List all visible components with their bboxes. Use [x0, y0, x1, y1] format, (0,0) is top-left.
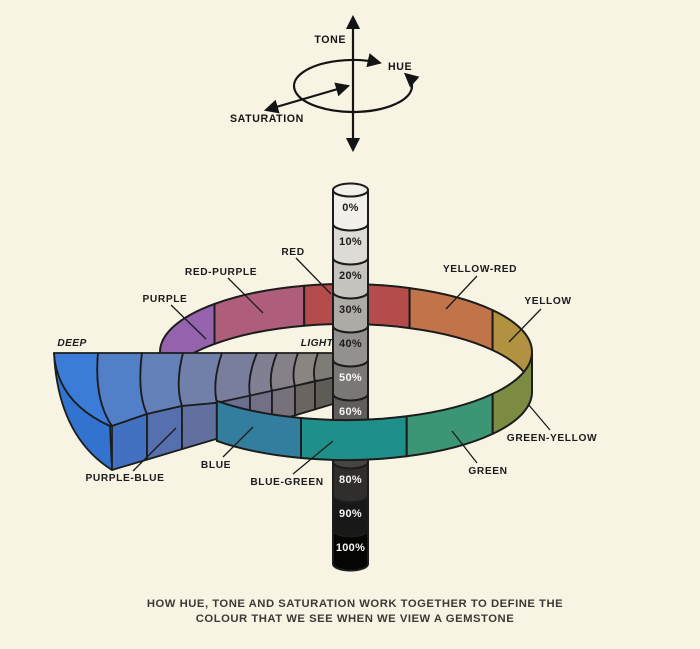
green-label: GREEN — [468, 466, 507, 477]
light-label: LIGHT — [301, 338, 334, 349]
tone-label-40: 40% — [339, 338, 362, 350]
yellow-label: YELLOW — [524, 296, 571, 307]
purple-label: PURPLE — [143, 294, 188, 305]
tone-column: 0% 10% 20% 30% 40% 50% 60% 80% 90% 100% — [332, 182, 369, 572]
red-leader-line — [295, 257, 332, 295]
purple-blue-leader-line — [132, 427, 177, 472]
tone-label-30: 30% — [339, 304, 362, 316]
tone-label-10: 10% — [339, 236, 362, 248]
caption: HOW HUE, TONE AND SATURATION WORK TOGETH… — [147, 598, 563, 625]
red-purple-leader-line — [227, 277, 264, 314]
hue-segment-green — [405, 392, 494, 458]
purple-leader-line — [170, 304, 207, 340]
purple-blue-label: PURPLE-BLUE — [85, 473, 164, 484]
green-yellow-leader-line — [527, 403, 551, 431]
blue-leader-line — [222, 426, 254, 458]
caption-line-1: HOW HUE, TONE AND SATURATION WORK TOGETH… — [147, 598, 563, 610]
tone-segment-100 — [332, 529, 369, 572]
tone-label-50: 50% — [339, 372, 362, 384]
red-purple-label: RED-PURPLE — [185, 267, 257, 278]
tone-label-90: 90% — [339, 508, 362, 520]
saturation-axis-arrow — [263, 82, 351, 114]
yellow-red-leader-line — [445, 275, 478, 310]
wedge-band-3 — [139, 352, 184, 415]
tone-label-100: 100% — [336, 542, 365, 554]
blue-label: BLUE — [201, 460, 231, 471]
wedge-front-face-8 — [294, 380, 316, 417]
tone-label-80: 80% — [339, 474, 362, 486]
hue-segment-yellow-red — [408, 287, 494, 352]
hue-ring-front — [215, 351, 534, 462]
tone-axis-label: TONE — [314, 34, 346, 46]
tone-label-0: 0% — [342, 202, 359, 214]
wedge-front-face-4 — [181, 401, 218, 450]
yellow-leader-line — [508, 308, 542, 343]
saturation-axis-label: SATURATION — [230, 113, 304, 125]
yellow-red-label: YELLOW-RED — [443, 264, 517, 275]
hue-rotation-arc-right — [396, 72, 420, 105]
axes-glyph: TONE HUE SATURATION — [230, 14, 420, 153]
tone-label-20: 20% — [339, 270, 362, 282]
blue-green-leader-line — [292, 440, 334, 475]
hue-segment-blue — [215, 399, 302, 459]
tone-column-top-cap — [332, 182, 369, 198]
hue-segment-blue-green — [300, 415, 408, 462]
tone-label-60: 60% — [339, 406, 362, 418]
green-leader-line — [451, 430, 478, 464]
blue-green-label: BLUE-GREEN — [250, 477, 323, 488]
caption-line-2: COLOUR THAT WE SEE WHEN WE VIEW A GEMSTO… — [196, 613, 515, 625]
deep-label: DEEP — [57, 338, 86, 349]
hue-labels: PURPLE RED-PURPLE RED YELLOW-RED YELLOW … — [85, 247, 597, 488]
green-yellow-label: GREEN-YELLOW — [507, 433, 597, 444]
hue-segment-red-purple — [213, 284, 306, 345]
saturation-wedge: DEEP LIGHT — [53, 338, 349, 471]
red-label: RED — [281, 247, 304, 258]
hue-axis-label: HUE — [388, 61, 412, 73]
